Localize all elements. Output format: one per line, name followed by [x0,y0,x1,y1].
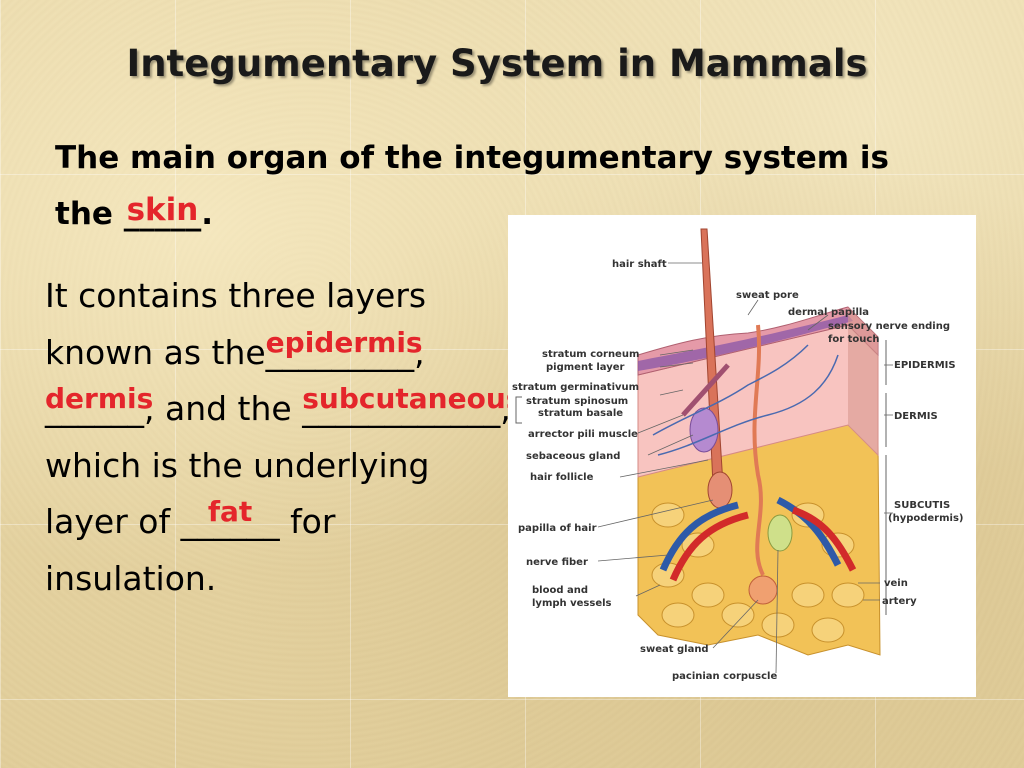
sweat-gland-shape [749,576,777,604]
answer-subcutaneous: subcutaneous [302,371,500,428]
skin-cross-section-diagram: hair shaft sweat pore dermal papilla sen… [508,215,976,697]
label-blood-1: blood and [532,585,588,596]
answer-epidermis: epidermis [266,315,415,372]
label-pigment-layer: pigment layer [546,362,624,373]
answer-dermis: dermis [45,371,144,428]
label-blood-2: lymph vessels [532,598,612,609]
label-hair-shaft: hair shaft [612,259,667,270]
label-epidermis: EPIDERMIS [894,360,956,371]
label-sebaceous-gland: sebaceous gland [526,451,620,462]
label-sensory-nerve-2: for touch [828,334,879,345]
label-dermis: DERMIS [894,411,938,422]
label-stratum-corneum: stratum corneum [542,349,639,360]
fill-blank-subcutaneous: ____________subcutaneous [302,381,500,438]
hair-bulb-shape [708,472,732,508]
label-pacinian-corpuscle: pacinian corpuscle [672,671,777,682]
label-stratum-spinosum: stratum spinosum [526,396,628,407]
skin-diagram-svg: hair shaft sweat pore dermal papilla sen… [508,215,976,697]
fill-blank-dermis: ______dermis [45,381,144,438]
fill-blank-skin: _____skin [124,186,202,242]
label-dermal-papilla: dermal papilla [788,307,869,318]
label-sweat-gland: sweat gland [640,644,709,655]
intro-period: . [201,196,213,232]
label-subcutis-1: SUBCUTIS [894,500,950,511]
stratum-bracket [516,397,522,423]
fill-blank-fat: ______fat [181,494,280,551]
label-hair-follicle: hair follicle [530,472,594,483]
answer-fat: fat [181,484,280,541]
label-artery: artery [882,596,917,607]
label-subcutis-2: (hypodermis) [888,513,963,524]
body-text-2: , and the [144,389,292,428]
label-stratum-germinativum: stratum germinativum [512,382,639,393]
layers-paragraph: It contains three layers known as the___… [45,268,515,607]
label-arrector-pili: arrector pili muscle [528,429,638,440]
label-vein: vein [884,578,908,589]
label-stratum-basale: stratum basale [538,408,623,419]
label-sensory-nerve-1: sensory nerve ending [828,321,950,332]
label-sweat-pore: sweat pore [736,290,799,301]
label-papilla-of-hair: papilla of hair [518,523,597,534]
pacinian-corpuscle-shape [768,515,792,551]
answer-skin: skin [124,182,202,238]
label-nerve-fiber: nerve fiber [526,557,588,568]
slide-title: Integumentary System in Mammals [0,42,994,85]
